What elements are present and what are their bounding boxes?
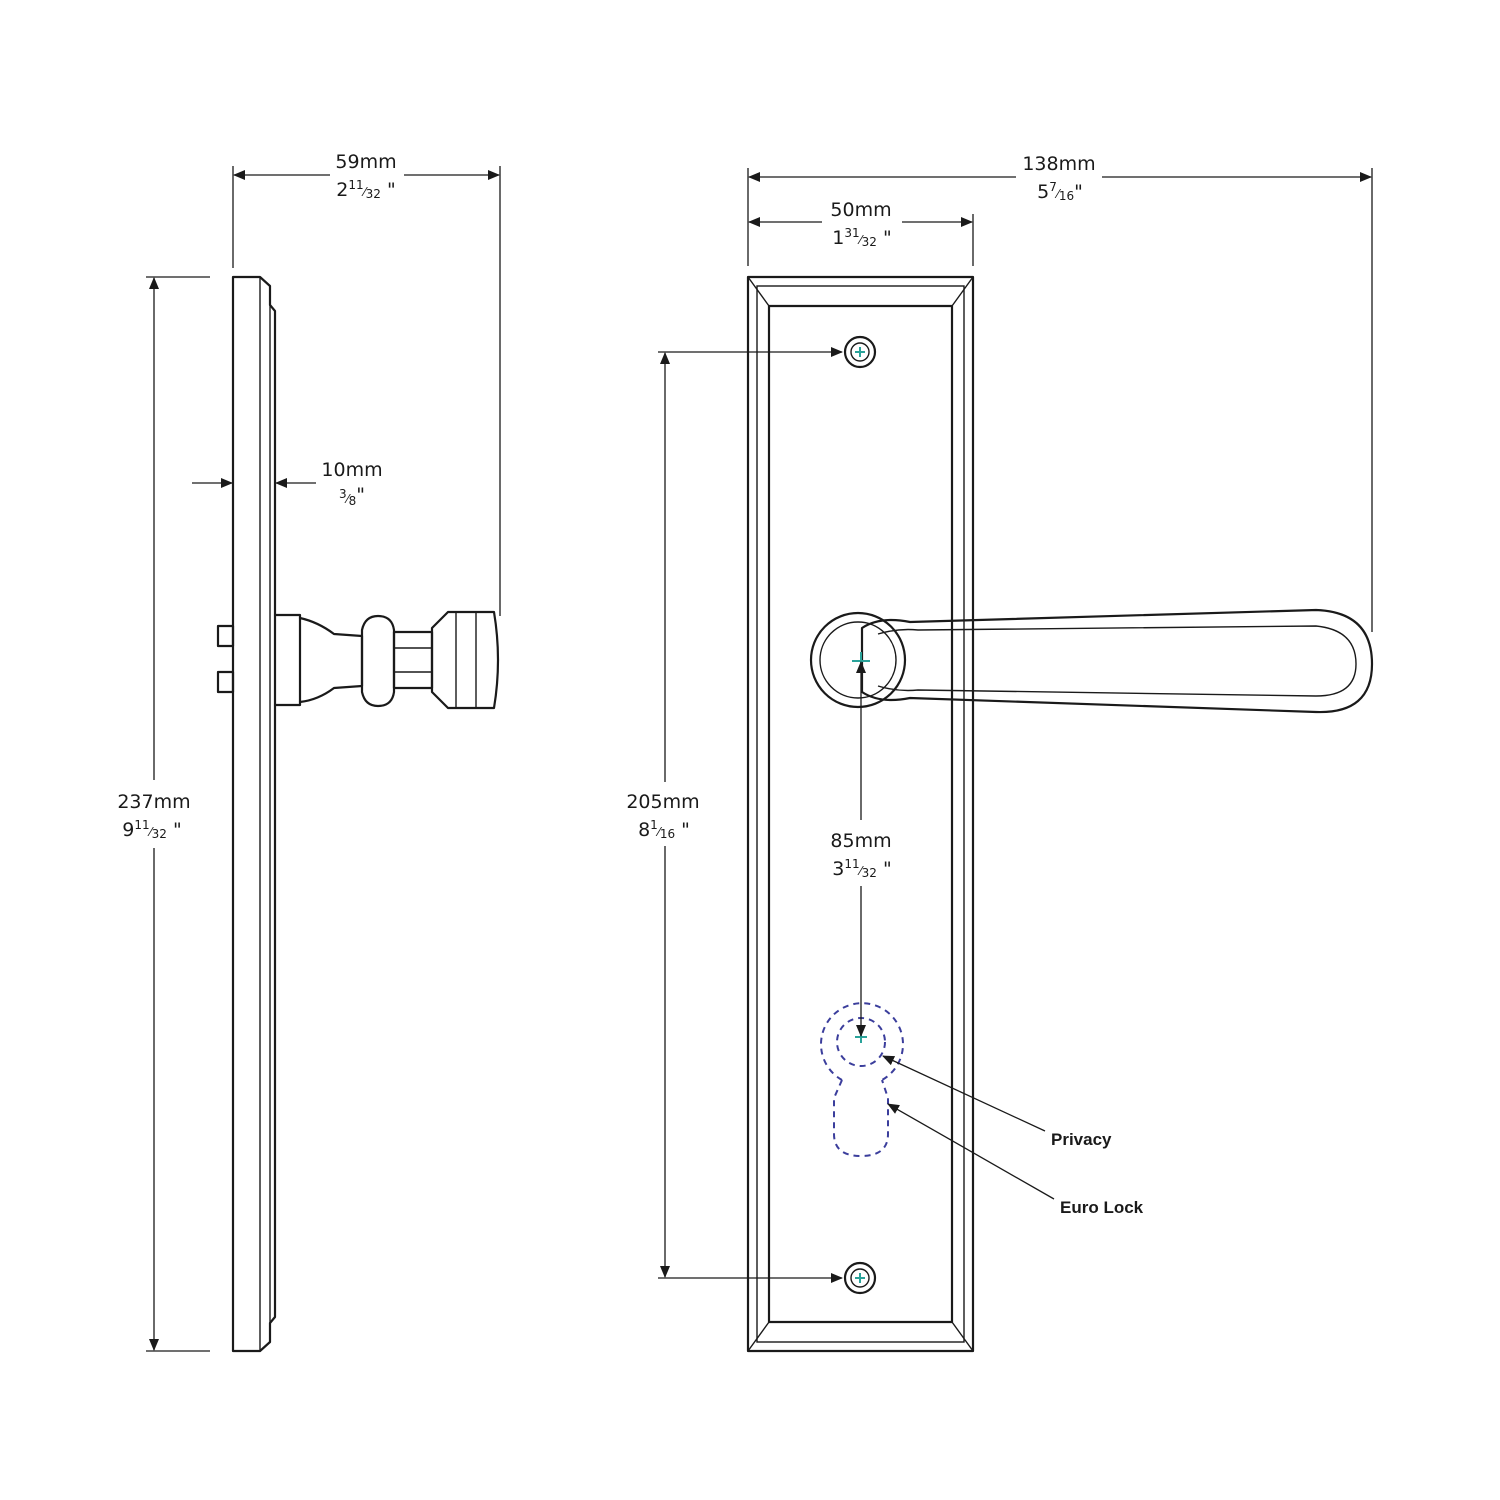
euro-lock-callout: Euro Lock <box>1060 1198 1144 1217</box>
front-backplate-bevel <box>756 285 965 1343</box>
front-backplate-outer <box>746 275 975 1353</box>
dim-85-mm: 85mm <box>830 830 891 852</box>
screw-bottom-icon <box>843 1261 877 1295</box>
dim-50-inch: 131⁄32 " <box>832 226 891 249</box>
privacy-leader <box>882 1055 1046 1132</box>
dim-237-mm: 237mm <box>117 791 190 813</box>
dim-59-mm: 59mm <box>335 151 396 173</box>
side-lever-profile <box>273 610 500 710</box>
dim-138-mm: 138mm <box>1022 153 1095 175</box>
dim-10-inch: 3⁄8" <box>339 484 365 508</box>
euro-lock-leader <box>887 1103 1055 1200</box>
bevel-corner-bl <box>747 1321 770 1352</box>
side-stud-lower <box>216 670 235 694</box>
dim-85-inch: 311⁄32 " <box>832 857 891 880</box>
dim-205-mm: 205mm <box>626 791 699 813</box>
privacy-callout: Privacy <box>1051 1130 1112 1149</box>
front-view: Privacy Euro Lock 138mm 57⁄16" 50mm 131⁄… <box>626 153 1374 1353</box>
bevel-corner-tr <box>951 276 974 307</box>
front-backplate-inner <box>767 304 954 1324</box>
bevel-corner-tl <box>747 276 770 307</box>
side-view: 59mm 211⁄32 " 237mm 911⁄32 " 10mm 3⁄8" <box>117 151 501 1353</box>
screw-top-icon <box>843 335 877 369</box>
euro-lock-hidden-outline <box>820 1002 904 1158</box>
side-backplate-profile <box>231 275 277 1353</box>
side-stud-upper <box>216 624 235 648</box>
dim-50-mm: 50mm <box>830 199 891 221</box>
dim-237-inch: 911⁄32 " <box>122 818 181 841</box>
lever-handle <box>809 608 1374 714</box>
dim-138-inch: 57⁄16" <box>1037 180 1083 203</box>
bevel-corner-br <box>951 1321 974 1352</box>
dim-10-mm: 10mm <box>321 459 382 481</box>
dim-59-inch: 211⁄32 " <box>336 178 395 201</box>
dim-205-inch: 81⁄16 " <box>638 818 690 841</box>
